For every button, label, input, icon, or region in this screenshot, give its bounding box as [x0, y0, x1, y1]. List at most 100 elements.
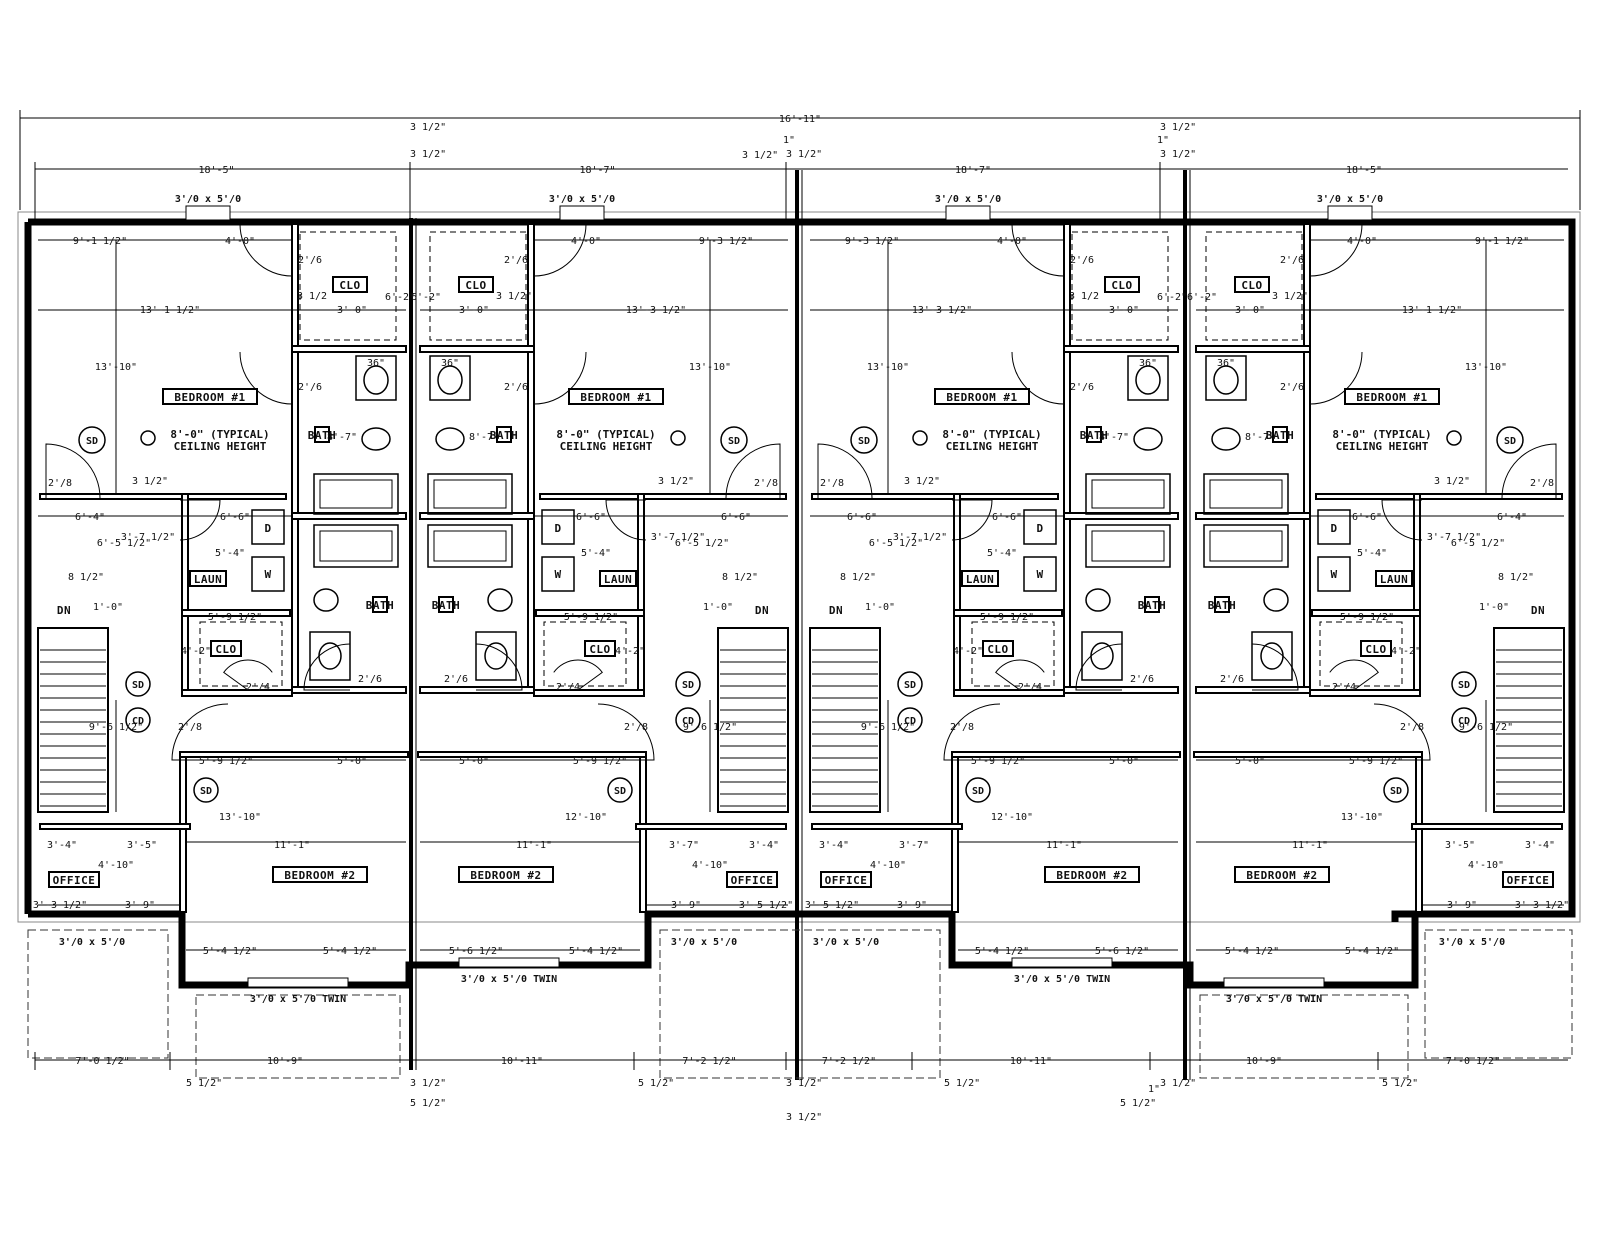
bath-label-2	[372, 596, 388, 613]
dim-office-w2: 3'-7"	[899, 840, 929, 851]
dim-stair: 6'-5 1/2"	[869, 538, 923, 549]
bedroom2-left-wall	[179, 751, 187, 913]
dim-door-f: 2'/8	[950, 722, 974, 733]
closet-wall-left	[527, 223, 535, 355]
dim-laun-w: 1'-0"	[1479, 602, 1509, 613]
dim-closet2-w: 5'-9 1/2"	[980, 612, 1034, 623]
dim-door-e: 2'/6	[444, 674, 468, 685]
rear-wall	[28, 910, 1572, 989]
dim-d2: 5'-4"	[581, 548, 611, 559]
smoke-detector-3-label: SD	[1458, 680, 1470, 691]
dim-office-h: 4'-10"	[98, 860, 134, 871]
rear-window-label: 3'/0 x 5'/0	[671, 937, 737, 948]
dim-d2: 5'-4"	[215, 548, 245, 559]
bedroom-2-label	[1234, 866, 1330, 883]
washer-label: W	[1330, 568, 1337, 581]
dim-office-b1: 3'-5 1/2"	[739, 900, 793, 911]
front-window-label: 3'/0 x 5'/0	[175, 194, 241, 205]
dim-door-f: 2'/8	[178, 722, 202, 733]
smoke-detector-2	[607, 777, 633, 803]
closet-label-2-text: CLO	[215, 643, 236, 656]
dim-bedroom-h: 13'-10"	[95, 362, 137, 373]
dim-bed2-h: 13'-10"	[1341, 812, 1383, 823]
dryer	[541, 509, 575, 545]
tub-inner-2	[433, 530, 507, 562]
dim-bed2-b1: 5'-4 1/2"	[975, 946, 1029, 957]
thin-dim: 3 1/2"	[1160, 122, 1196, 133]
laundry-label	[599, 570, 637, 587]
dim-closet-d: 3 1/2	[297, 291, 327, 302]
dim-top-left: 9'-3 1/2"	[845, 236, 899, 247]
bedroom-2-label-text: BEDROOM #2	[284, 869, 355, 882]
closet-wall-bottom	[419, 345, 535, 353]
dim-closet2-w: 5'-9 1/2"	[208, 612, 262, 623]
dim-bath-h: 8'-7"	[469, 432, 499, 443]
dryer	[251, 509, 285, 545]
bottom-dim-4: 7'-2 1/2"	[682, 1056, 736, 1067]
bedroom-2-label	[458, 866, 554, 883]
dim-door-a: 2'/6	[298, 255, 322, 266]
washer-label: W	[264, 568, 271, 581]
dim-office-w1: 3'-4"	[47, 840, 77, 851]
dim-closet-w: 3'-0"	[337, 305, 367, 316]
tub-inner-2	[319, 530, 393, 562]
dim-closet-h: 6'-2"	[1187, 292, 1217, 303]
closet2-dashed	[971, 621, 1055, 687]
dim-closet-w: 3'-0"	[459, 305, 489, 316]
overall-width-label: 16'-11"	[779, 114, 821, 125]
bath-label-1-text: BATH	[308, 429, 337, 442]
laundry-left-wall	[1413, 493, 1421, 615]
smoke-detector-1-label: SD	[86, 436, 98, 447]
laundry-label-text: LAUN	[966, 573, 995, 586]
bedroom2-left-wall	[639, 751, 647, 913]
co-detector	[897, 707, 923, 733]
bedroom-1-label	[568, 388, 664, 405]
dim-hall-w2: 6'-6"	[220, 512, 250, 523]
dim-closet-d: 3 1/2"	[1272, 291, 1308, 302]
door-arc-closet	[1309, 223, 1363, 277]
bath-label-2-text: BATH	[1208, 599, 1237, 612]
dim-door-b: 2'/6	[298, 382, 322, 393]
dim-closet-h: 6'-2"	[411, 292, 441, 303]
smoke-detector-3	[897, 671, 923, 697]
bottom-small-dim-c: 3 1/2"	[786, 1112, 822, 1123]
closet-wall-bottom	[1063, 345, 1179, 353]
closet-label-top	[1104, 276, 1140, 293]
closet-label-2	[1360, 640, 1392, 657]
thin-dim: 3 1/2"	[1160, 149, 1196, 160]
bath-label-1	[314, 426, 330, 443]
dim-top-mid: 4'-0"	[997, 236, 1027, 247]
dryer-label: D	[1036, 522, 1043, 535]
closet-dashed	[1205, 231, 1303, 341]
tub-2	[1085, 524, 1171, 568]
toilet-1	[1133, 427, 1163, 451]
dim-closet2-h: 4'-2"	[953, 646, 983, 657]
dim-bedroom-h: 13'-10"	[689, 362, 731, 373]
toilet-1	[361, 427, 391, 451]
sink-2	[475, 631, 517, 681]
office-label-text: OFFICE	[731, 874, 774, 887]
bath-label-1	[1272, 426, 1288, 443]
tub-inner-2	[1209, 530, 1283, 562]
dim-closet2-h: 4'-2"	[1391, 646, 1421, 657]
door-arc-bed1	[1309, 351, 1363, 405]
closet-label-2-text: CLO	[1365, 643, 1386, 656]
dim-office-w2: 3'-7"	[669, 840, 699, 851]
smoke-detector-3-label: SD	[904, 680, 916, 691]
door-arc-bath2	[475, 643, 523, 691]
front-window	[559, 205, 605, 221]
thin-dim-l: 3 1/2"	[742, 150, 778, 161]
door-arc-hall	[1501, 443, 1557, 499]
bedroom2-top-wall	[179, 751, 409, 758]
smoke-detector-3	[675, 671, 701, 697]
office-label	[726, 871, 778, 888]
laundry-label	[189, 570, 227, 587]
sink-1	[355, 355, 397, 401]
washer-label: W	[554, 568, 561, 581]
door-arc-closet2	[1329, 659, 1379, 691]
dim-office-w1: 3'-4"	[1525, 840, 1555, 851]
toilet-1	[1211, 427, 1241, 451]
